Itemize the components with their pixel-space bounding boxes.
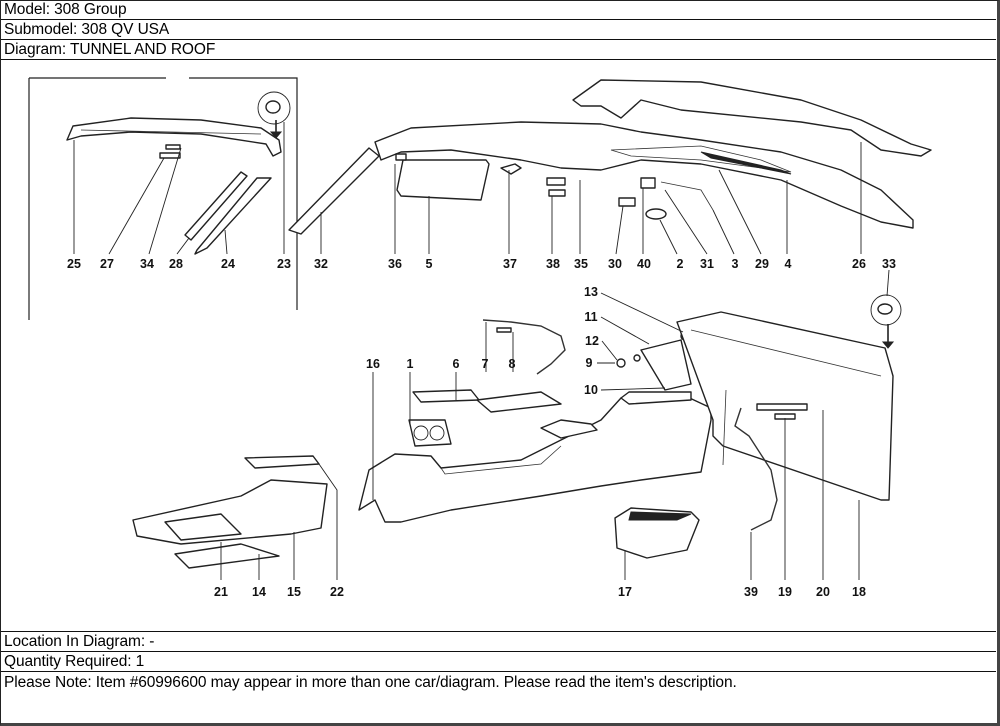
part-storage-tray bbox=[614, 507, 700, 559]
part-grommet-right bbox=[870, 294, 902, 349]
callout-24[interactable]: 24 bbox=[221, 257, 235, 271]
callout-2[interactable]: 2 bbox=[677, 257, 684, 271]
callout-39[interactable]: 39 bbox=[744, 585, 758, 599]
parts-diagram: 25 27 34 28 24 23 32 36 5 37 38 35 30 40… bbox=[1, 60, 996, 632]
callout-9[interactable]: 9 bbox=[586, 356, 593, 370]
callout-5[interactable]: 5 bbox=[426, 257, 433, 271]
callout-35[interactable]: 35 bbox=[574, 257, 588, 271]
callout-31[interactable]: 31 bbox=[700, 257, 714, 271]
callout-33[interactable]: 33 bbox=[882, 257, 896, 271]
callout-20[interactable]: 20 bbox=[816, 585, 830, 599]
part-light-fittings bbox=[546, 177, 714, 220]
part-headliner-upper bbox=[572, 79, 932, 157]
callout-30[interactable]: 30 bbox=[608, 257, 622, 271]
callout-28[interactable]: 28 bbox=[169, 257, 183, 271]
callout-10[interactable]: 10 bbox=[584, 383, 598, 397]
submodel-row: Submodel: 308 QV USA bbox=[1, 20, 996, 40]
part-small-clips-inset bbox=[159, 144, 181, 159]
callout-23[interactable]: 23 bbox=[277, 257, 291, 271]
callout-6[interactable]: 6 bbox=[453, 357, 460, 371]
quantity-row: Quantity Required: 1 bbox=[1, 652, 996, 672]
callout-14[interactable]: 14 bbox=[252, 585, 266, 599]
callout-36[interactable]: 36 bbox=[388, 257, 402, 271]
part-a-pillar-trim bbox=[288, 147, 380, 235]
callout-4[interactable]: 4 bbox=[785, 257, 792, 271]
callout-25[interactable]: 25 bbox=[67, 257, 81, 271]
callout-7[interactable]: 7 bbox=[482, 357, 489, 371]
parts-diagram-svg: 25 27 34 28 24 23 32 36 5 37 38 35 30 40… bbox=[28, 77, 932, 599]
diagram-title-row: Diagram: TUNNEL AND ROOF bbox=[1, 40, 996, 60]
part-center-console bbox=[358, 389, 712, 523]
callout-34[interactable]: 34 bbox=[140, 257, 154, 271]
callout-26[interactable]: 26 bbox=[852, 257, 866, 271]
callout-19[interactable]: 19 bbox=[778, 585, 792, 599]
model-row: Model: 308 Group bbox=[1, 0, 996, 20]
inset-box bbox=[28, 77, 298, 320]
callout-17[interactable]: 17 bbox=[618, 585, 632, 599]
part-sun-visor bbox=[395, 153, 522, 201]
location-row: Location In Diagram: - bbox=[1, 632, 996, 652]
callout-3[interactable]: 3 bbox=[732, 257, 739, 271]
callout-37[interactable]: 37 bbox=[503, 257, 517, 271]
note-row: Please Note: Item #60996600 may appear i… bbox=[4, 674, 737, 691]
callout-16[interactable]: 16 bbox=[366, 357, 380, 371]
part-rear-console bbox=[132, 455, 328, 569]
callout-18[interactable]: 18 bbox=[852, 585, 866, 599]
callout-11[interactable]: 11 bbox=[584, 310, 597, 324]
part-roof-rail-inset bbox=[66, 117, 282, 157]
callout-32[interactable]: 32 bbox=[314, 257, 328, 271]
callout-29[interactable]: 29 bbox=[755, 257, 769, 271]
callout-labels: 25 27 34 28 24 23 32 36 5 37 38 35 30 40… bbox=[67, 257, 896, 599]
callout-22[interactable]: 22 bbox=[330, 585, 344, 599]
callout-13[interactable]: 13 bbox=[584, 285, 598, 299]
callout-38[interactable]: 38 bbox=[546, 257, 560, 271]
leader-lines bbox=[73, 122, 890, 580]
part-roof-liner bbox=[374, 121, 914, 229]
callout-21[interactable]: 21 bbox=[214, 585, 228, 599]
callout-8[interactable]: 8 bbox=[509, 357, 516, 371]
callout-12[interactable]: 12 bbox=[585, 334, 599, 348]
part-grommet-inset bbox=[257, 91, 291, 139]
callout-15[interactable]: 15 bbox=[287, 585, 301, 599]
callout-27[interactable]: 27 bbox=[100, 257, 114, 271]
callout-1[interactable]: 1 bbox=[407, 357, 414, 371]
callout-40[interactable]: 40 bbox=[637, 257, 651, 271]
part-pillar-trims-inset bbox=[184, 171, 272, 255]
part-console-lid bbox=[640, 339, 692, 391]
part-cable bbox=[482, 319, 566, 375]
